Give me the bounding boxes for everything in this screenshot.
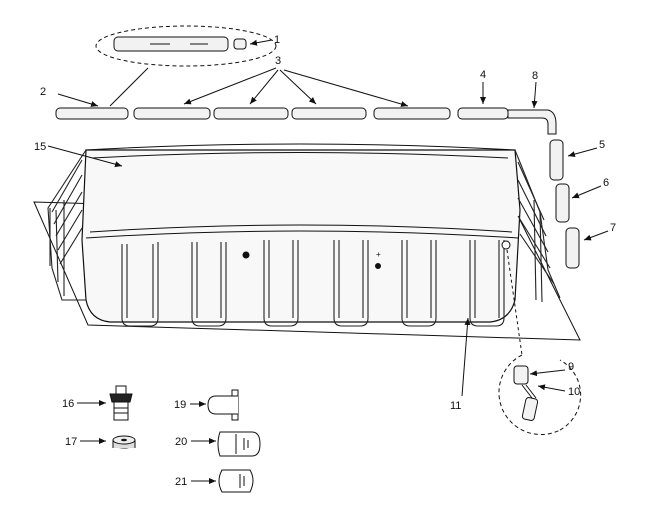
rail-part-2 [55,107,129,120]
detail-part-1 [95,25,277,107]
part-21-cap [218,469,254,493]
callout-6: 6 [603,177,609,189]
rail-part-3a [133,107,211,120]
leg-part-6 [555,183,570,223]
top-rails [55,107,580,269]
callout-1: 1 [274,34,280,46]
part-19-plug [207,389,239,421]
drain-valve [242,251,250,259]
corner-elbow-8 [507,109,557,135]
u-supports [121,240,505,327]
part-20-cap [217,431,261,457]
pool-assembly: + [47,143,561,327]
inlet-valve [375,263,381,269]
callout-arrows [47,39,609,484]
rail-part-4 [457,107,509,120]
detail-joint-9-10 [498,249,582,436]
callout-5: 5 [599,139,605,151]
left-end-frame [47,149,87,301]
callout-2: 2 [40,86,46,98]
rail-part-3d [373,107,451,120]
part-17-washer [112,435,136,449]
callout-19: 19 [174,399,186,411]
rail-part-3b [213,107,289,120]
rail-part-3c [291,107,367,120]
svg-text:+: + [376,250,381,259]
callout-4: 4 [480,69,486,81]
callout-3: 3 [275,55,281,67]
right-end-frame [514,149,561,303]
callout-10: 10 [568,386,580,398]
leg-part-7 [565,227,580,269]
callout-9: 9 [568,361,574,373]
callout-7: 7 [610,222,616,234]
callout-11: 11 [450,400,461,412]
callout-20: 20 [175,436,187,448]
callout-8: 8 [532,70,538,82]
leg-part-5 [549,139,564,181]
callout-16: 16 [62,398,74,410]
callout-labels: 1 2 3 4 5 6 7 8 9 10 11 15 16 17 19 20 2… [34,34,616,488]
callout-21: 21 [175,476,187,488]
callout-17: 17 [65,436,77,448]
corner-joint [501,240,511,250]
pool-liner [81,149,521,323]
part-16-valve-fitting [109,385,133,421]
callout-15: 15 [34,141,46,153]
pin-part [233,38,247,50]
